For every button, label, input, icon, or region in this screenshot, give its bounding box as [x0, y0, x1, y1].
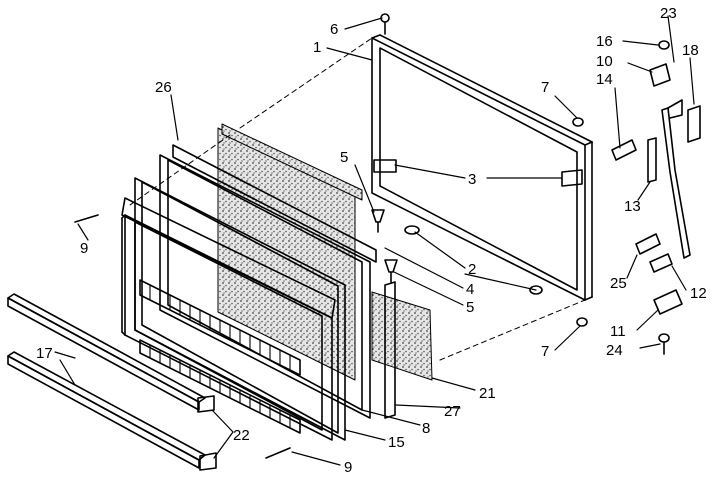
callout-7-bottom: 7 [541, 343, 549, 360]
callout-5-upper: 5 [340, 149, 348, 166]
foam-insulation-panel [217, 123, 433, 381]
callout-labels: 23 6 16 18 1 10 14 26 7 5 3 13 2 9 4 12 … [36, 5, 707, 476]
callout-25: 25 [610, 275, 627, 292]
callout-27: 27 [444, 403, 461, 420]
callout-3: 3 [468, 171, 476, 188]
side-trim-strip [384, 281, 396, 419]
callout-16: 16 [596, 33, 613, 50]
callout-6: 6 [330, 21, 338, 38]
callout-7-top: 7 [541, 79, 549, 96]
callout-1: 1 [313, 39, 321, 56]
callout-11: 11 [610, 323, 626, 340]
outer-door-panel [371, 34, 593, 301]
hinge-assembly [611, 99, 701, 315]
callout-8: 8 [422, 420, 430, 437]
callout-13: 13 [624, 198, 641, 215]
callout-23: 23 [660, 5, 677, 22]
assembly-guide-lines [129, 37, 586, 361]
callout-9-left: 9 [80, 240, 88, 257]
hardware-fasteners [74, 13, 671, 459]
callout-26: 26 [155, 79, 172, 96]
callout-9-bottom: 9 [344, 459, 352, 476]
callout-22: 22 [233, 427, 250, 444]
callout-5-lower: 5 [466, 299, 474, 316]
door-shelf-bars [7, 293, 206, 469]
callout-18: 18 [682, 42, 699, 59]
shelf-ribs [149, 284, 291, 429]
callout-17: 17 [36, 345, 53, 362]
leader-lines [54, 15, 695, 466]
callout-15: 15 [388, 434, 405, 451]
callout-21: 21 [479, 385, 496, 402]
shelf-end-caps [197, 395, 217, 471]
callout-14: 14 [596, 71, 613, 88]
callout-12: 12 [690, 285, 707, 302]
callout-2: 2 [468, 261, 476, 278]
callout-24: 24 [606, 342, 623, 359]
callout-10: 10 [596, 53, 613, 70]
callout-4: 4 [466, 281, 474, 298]
inner-door-liner [121, 197, 336, 441]
